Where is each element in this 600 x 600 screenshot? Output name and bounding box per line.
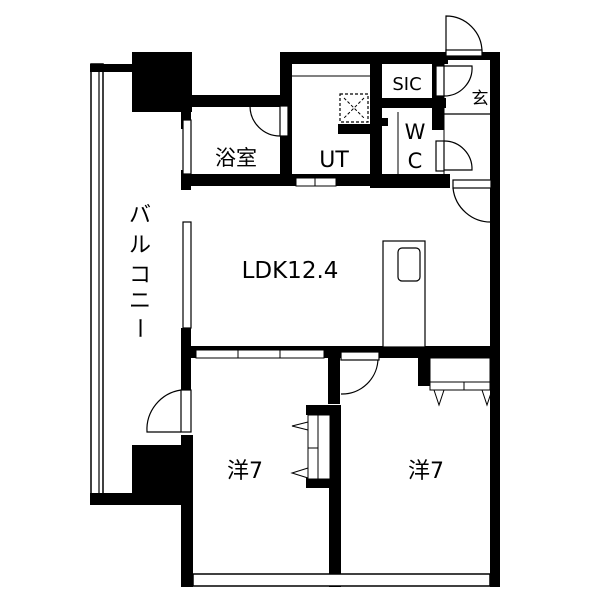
door-bath[interactable] [249, 105, 289, 137]
label-ldk: LDK12.4 [242, 258, 339, 284]
label-bath: 浴室 [215, 146, 257, 170]
sink-icon [397, 247, 421, 282]
balcony-label-1: バ [129, 203, 151, 228]
door-wc[interactable] [435, 140, 473, 172]
sliding-door-western1[interactable] [195, 349, 325, 359]
label-balcony: バ ル コ ニ ー [126, 203, 151, 339]
label-sic: SIC [392, 74, 421, 95]
door-entrance-main[interactable] [445, 15, 483, 57]
pipe-shaft-icon [382, 118, 388, 126]
label-western1: 洋7 [227, 459, 263, 484]
balcony-label-2: ル [129, 233, 151, 258]
closet-western1[interactable] [290, 414, 331, 480]
washer-pan-icon [339, 93, 369, 123]
walls [180, 52, 500, 587]
label-entrance: 玄 [472, 89, 489, 109]
label-western2: 洋7 [408, 459, 444, 484]
door-sic[interactable] [435, 65, 473, 97]
label-wc-c: C [408, 149, 423, 173]
window-left [182, 119, 192, 329]
window-bottom [192, 573, 491, 587]
door-western2[interactable] [340, 351, 380, 395]
label-ut: UT [319, 148, 349, 173]
balcony-label-5: ー [126, 317, 151, 339]
label-wc-w: W [405, 120, 426, 144]
closet-western2[interactable] [429, 357, 493, 407]
sliding-door-ut[interactable] [295, 177, 337, 187]
balcony-label-4: ニ [129, 289, 151, 314]
kitchen-counter [382, 240, 426, 348]
balcony-label-3: コ [129, 263, 151, 288]
door-balcony[interactable] [146, 389, 192, 433]
door-ldk[interactable] [452, 179, 493, 223]
